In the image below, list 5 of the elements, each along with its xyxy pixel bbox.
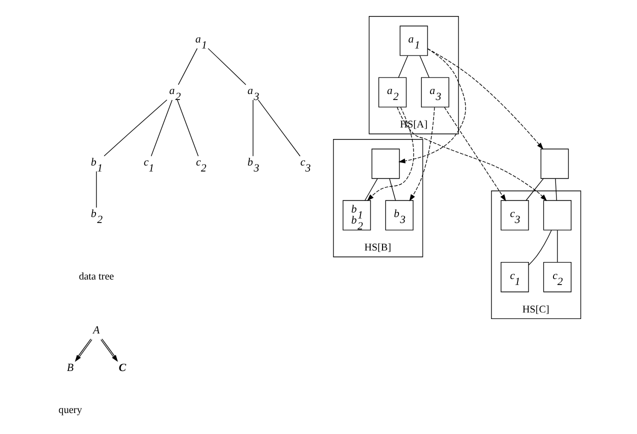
label: query [58, 405, 82, 416]
node-text: C [118, 362, 126, 374]
node-text: B [66, 362, 74, 374]
node-text: A [92, 324, 100, 337]
label: data tree [78, 272, 114, 283]
